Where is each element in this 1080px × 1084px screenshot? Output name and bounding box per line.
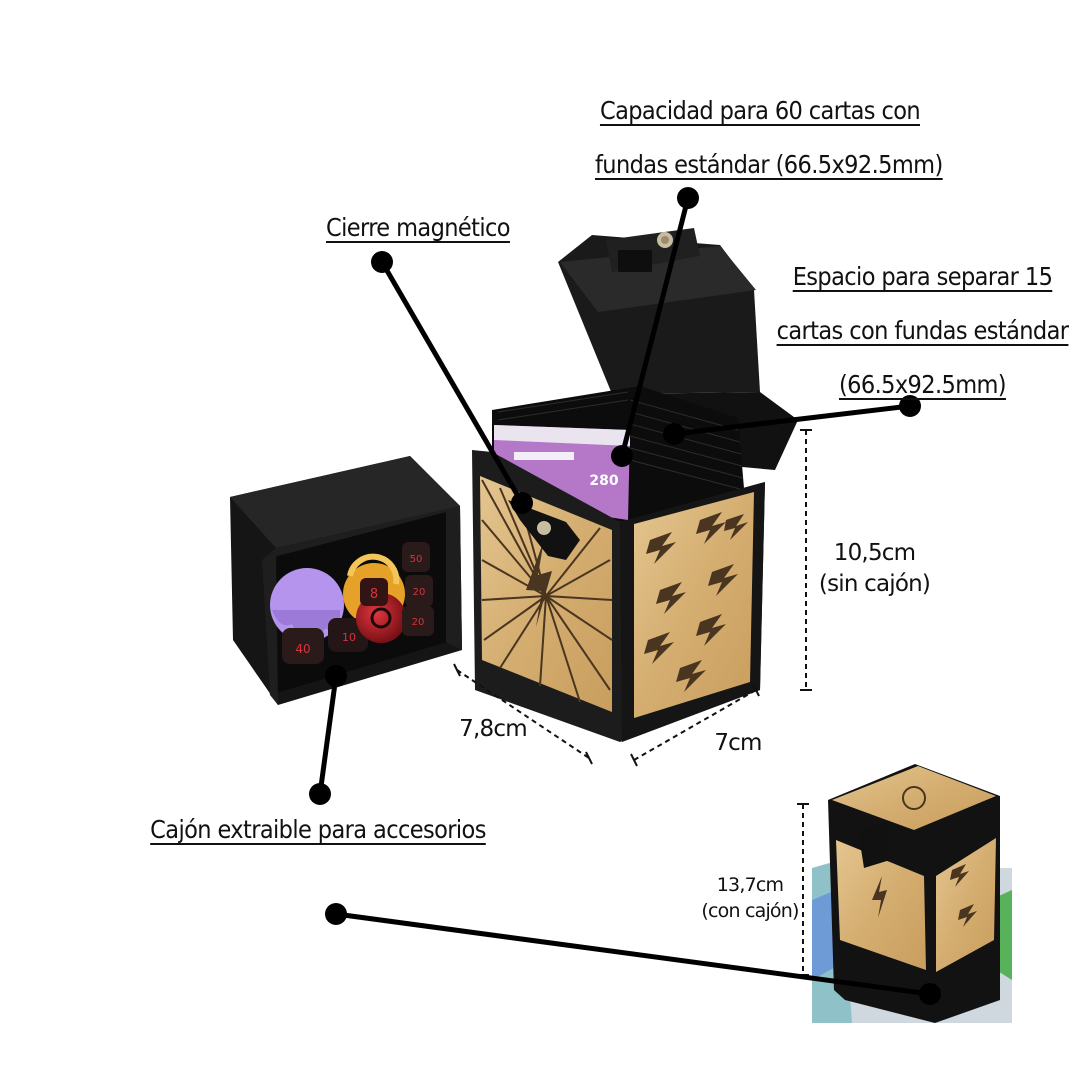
callout-pointers	[317, 197, 931, 997]
purple-token	[270, 568, 344, 642]
full-height-dimension: 13,7cm (con cajón)	[697, 872, 803, 924]
svg-text:50: 50	[410, 554, 423, 565]
svg-text:8: 8	[370, 587, 378, 602]
accessory-drawer: 40 10 50 20 20 8	[230, 456, 462, 705]
front-wood-panel	[480, 476, 613, 712]
callout-dots	[309, 187, 941, 1005]
side-wood-panel	[634, 492, 754, 718]
svg-text:20: 20	[413, 587, 426, 598]
svg-text:280: 280	[589, 473, 618, 489]
height-dimension-value: 10,5cm	[833, 540, 916, 566]
svg-text:40: 40	[295, 642, 310, 656]
capacity-label-line1: Capacidad para 60 cartas con	[599, 96, 921, 125]
svg-text:10: 10	[342, 631, 356, 644]
depth-dimension: 7,8cm	[459, 716, 527, 742]
separator-label-line1: Espacio para separar 15	[792, 262, 1053, 291]
dice-set: 40 10 50 20 20 8	[282, 542, 434, 664]
capacity-label-line2: fundas estándar (66.5x92.5mm)	[595, 150, 943, 179]
magnetic-closure-label: Cierre magnético	[326, 213, 511, 242]
separator-label-line2: cartas con fundas estándar	[776, 316, 1069, 345]
inset-photo	[812, 764, 1012, 1023]
separator-space-label: Espacio para separar 15 cartas con funda…	[770, 250, 1075, 412]
width-dimension: 7cm	[714, 730, 762, 756]
deck-box: 280	[472, 228, 798, 742]
separator-label-line3: (66.5x92.5mm)	[838, 370, 1007, 399]
full-height-value: 13,7cm	[716, 874, 784, 896]
dimension-lines	[453, 429, 812, 976]
height-dimension-note: (sin cajón)	[818, 571, 931, 597]
capacity-label: Capacidad para 60 cartas con fundas está…	[595, 84, 943, 192]
svg-text:20: 20	[412, 617, 425, 628]
height-dimension: 10,5cm (sin cajón)	[812, 538, 937, 600]
drawer-label: Cajón extraible para accesorios	[150, 815, 486, 844]
full-height-note: (con cajón)	[701, 900, 799, 922]
